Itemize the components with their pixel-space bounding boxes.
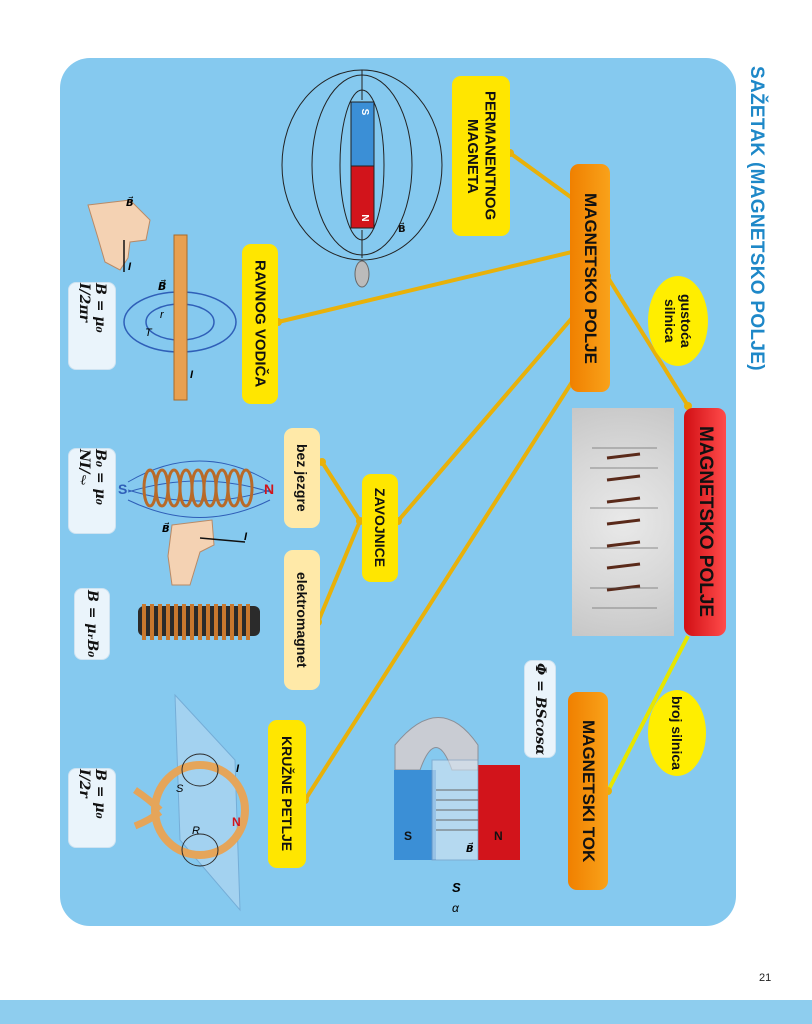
magnet-n-label: N <box>359 214 370 221</box>
hand-rule-icon: I B⃗ <box>87 196 151 273</box>
electromagnet-illustration <box>138 604 260 640</box>
wire-r-label: r <box>160 309 165 321</box>
wire-i-label: I <box>190 369 194 381</box>
flux-alpha-label: α <box>452 901 460 915</box>
loop-i-label: I <box>236 763 240 775</box>
formula-zavojnice: B₀ = μ₀ NI/ℓ <box>68 448 116 534</box>
horseshoe-magnet-illustration: N S B⃗ S α <box>394 717 520 915</box>
hand-b-label: B⃗ <box>126 196 134 209</box>
bar-magnet-illustration: S N B⃗ <box>281 69 443 288</box>
hand2-i-label: I <box>244 531 248 543</box>
node-elektromagnet: elektromagnet <box>284 550 320 690</box>
flux-s-label: S <box>452 880 461 895</box>
node-magnetsko-polje: MAGNETSKO POLJE <box>570 164 610 392</box>
node-magnetski-tok: MAGNETSKI TOK <box>568 692 608 890</box>
loop-n-label: N <box>232 815 241 829</box>
bubble-gustoca-silnica: gustoća silnica <box>648 276 708 366</box>
bubble-broj-silnica: broj silnica <box>648 690 706 776</box>
horseshoe-n-label: N <box>494 829 503 843</box>
hand-solenoid-icon: B⃗ I <box>162 519 248 586</box>
node-main-magnetsko-polje: MAGNETSKO POLJE <box>684 408 726 636</box>
magnet-b-label: B⃗ <box>398 222 406 235</box>
page-title: SAŽETAK (MAGNETSKO POLJE) <box>746 66 767 371</box>
node-kruzne-petlje: KRUŽNE PETLJE <box>268 720 306 868</box>
straight-wire-illustration: B⃗ r T I <box>123 234 237 401</box>
compass-icon <box>354 260 370 288</box>
hand-i-label: I <box>128 261 132 273</box>
wire-b-label: B⃗ <box>158 279 166 293</box>
formula-magnetski-tok: Φ = BScosα <box>524 660 556 758</box>
node-zavojnice: ZAVOJNICE <box>362 474 398 582</box>
hand2-b-label: B⃗ <box>162 522 170 535</box>
wire-t-label: T <box>145 327 153 339</box>
formula-elektromagnet: B = μᵣB₀ <box>74 588 110 660</box>
connector-lines <box>277 151 690 802</box>
node-bez-jezgre: bez jezgre <box>284 428 320 528</box>
horseshoe-s-label: S <box>404 829 412 843</box>
magnet-s-label: S <box>359 109 370 116</box>
node-permanentnog-magneta: PERMANENTNOG MAGNETA <box>452 76 510 236</box>
coil-filings-icon <box>590 447 658 609</box>
horseshoe-b-label: B⃗ <box>466 842 474 855</box>
circular-loop-illustration: I N S R <box>133 693 249 912</box>
solenoid-n-label: N <box>264 481 274 497</box>
solenoid-s-label: S <box>118 481 127 497</box>
loop-r-label: R <box>192 825 200 837</box>
iron-filings-photo <box>572 408 674 636</box>
page-number: 21 <box>759 972 772 984</box>
solenoid-illustration: S N <box>118 460 274 518</box>
formula-kruzne-petlje: B = μ₀ I/2r <box>68 768 116 848</box>
formula-ravnog-vodica: B = μ₀ I/2πr <box>68 282 116 370</box>
footer-band <box>0 1000 812 1024</box>
node-ravnog-vodica: RAVNOG VODIČA <box>242 244 278 404</box>
loop-s-label: S <box>176 783 184 795</box>
